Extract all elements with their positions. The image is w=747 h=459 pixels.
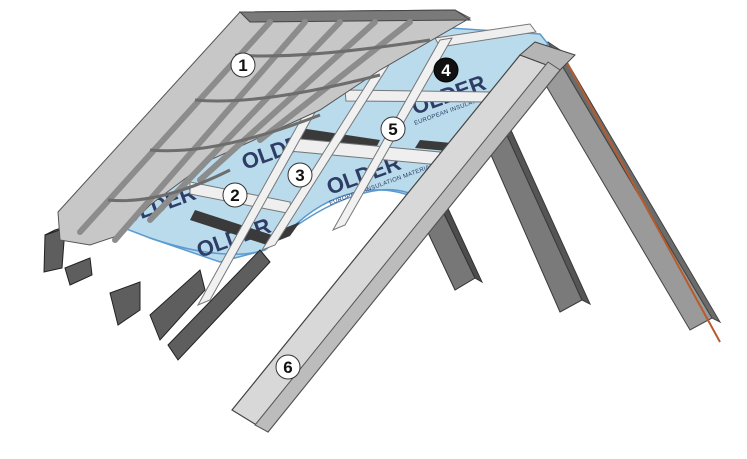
badge-3-text: 3 xyxy=(295,166,304,185)
badge-5-text: 5 xyxy=(388,120,397,139)
rafter-3 xyxy=(110,282,140,325)
badge-2-text: 2 xyxy=(230,186,239,205)
tile-ridge xyxy=(240,10,470,22)
rafter-2 xyxy=(65,258,92,285)
badge-4: 4 xyxy=(434,58,458,82)
badge-1-text: 1 xyxy=(238,56,247,75)
badge-2: 2 xyxy=(223,183,247,207)
badge-5: 5 xyxy=(381,117,405,141)
badge-3: 3 xyxy=(288,163,312,187)
badge-4-text: 4 xyxy=(441,61,451,80)
badge-6-text: 6 xyxy=(283,358,292,377)
badge-1: 1 xyxy=(231,53,255,77)
badge-6: 6 xyxy=(276,355,300,379)
